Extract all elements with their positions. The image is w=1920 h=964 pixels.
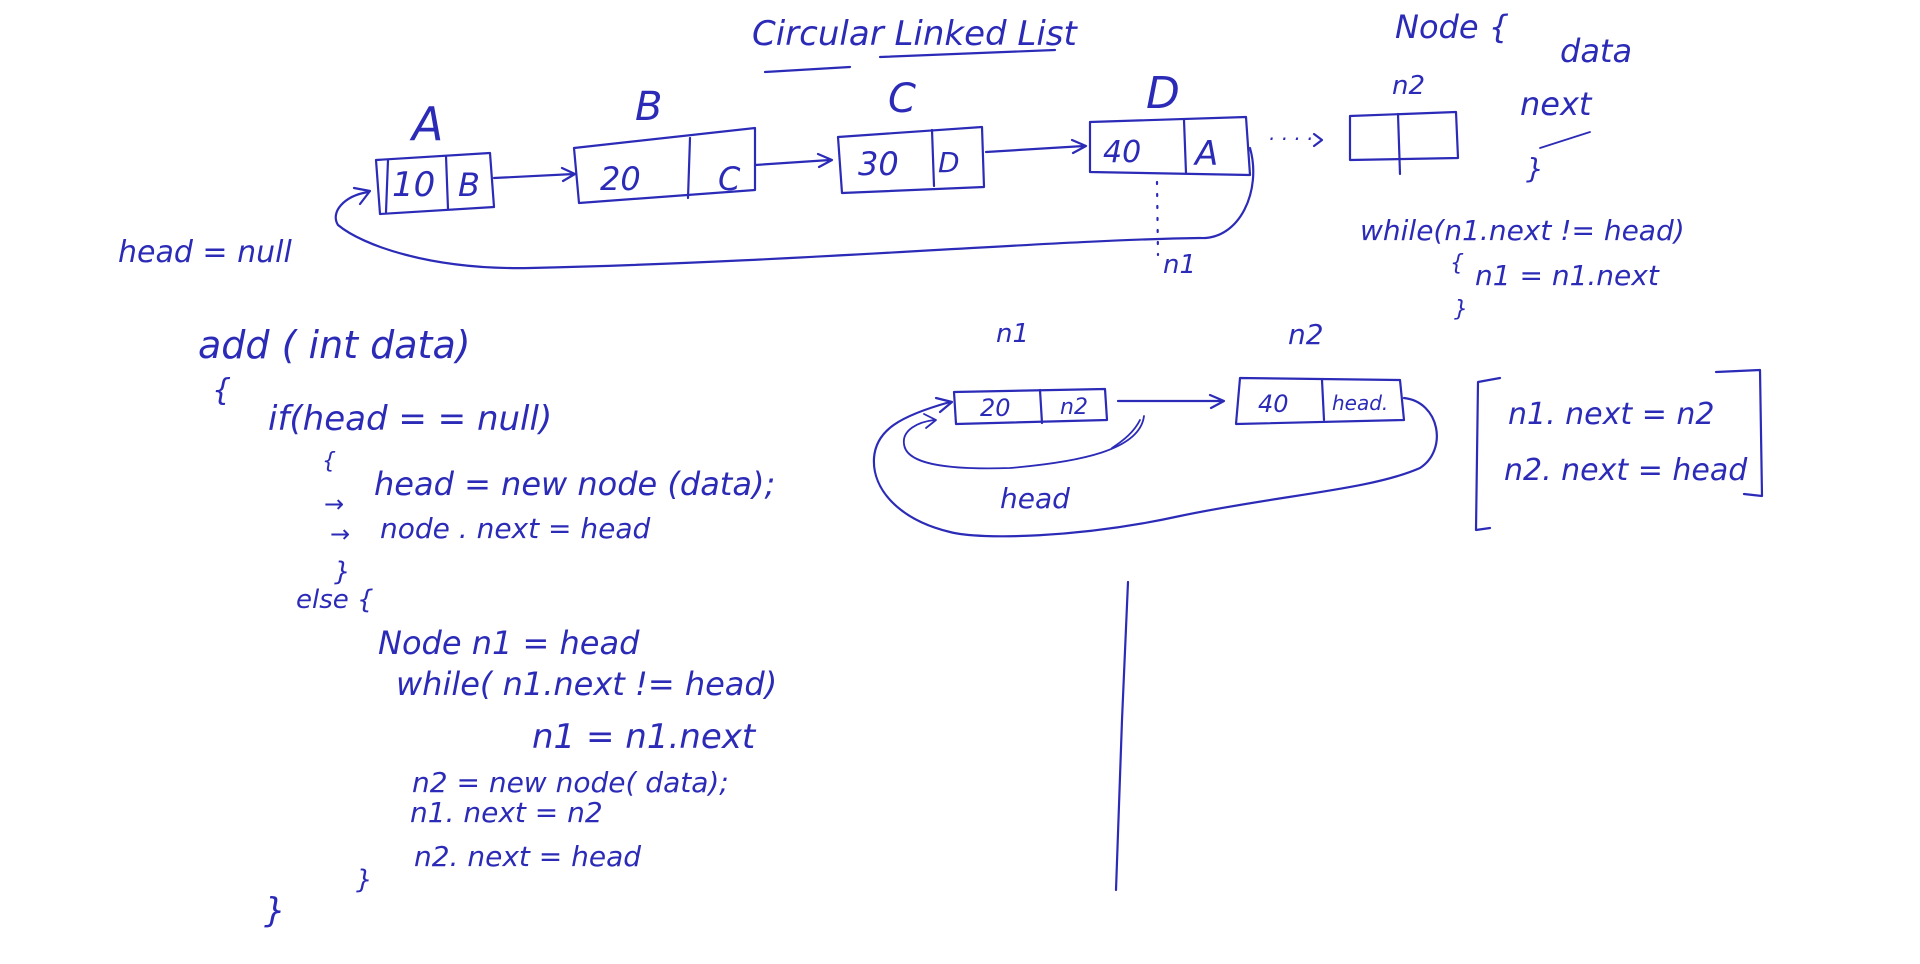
diagram-title: Circular Linked List <box>752 14 1079 54</box>
bottom-node-1-next: n2 <box>1060 395 1088 420</box>
node-def-close: } <box>1526 152 1544 185</box>
code-inner-close: } <box>356 865 373 895</box>
bottom-circular-link-head <box>934 396 954 414</box>
code-line-4: while( n1.next != head) <box>396 665 777 703</box>
loop-snippet-line2: n1 = n1.next <box>1475 259 1660 292</box>
arrow-a-to-b <box>492 166 577 183</box>
node-a: 10 B <box>374 151 496 216</box>
code-line-8: n2. next = head <box>414 840 641 873</box>
bottom-node-1-data: 20 <box>980 394 1011 422</box>
node-d-next: A <box>1193 134 1218 174</box>
head-null-label: head = null <box>118 235 292 270</box>
arrow-c-to-d <box>984 138 1088 155</box>
dots-to-new-node: · · · · <box>1268 127 1313 151</box>
node-d-data: 40 <box>1103 135 1141 170</box>
code-signature: add ( int data) <box>198 323 471 367</box>
bottom-self-loop-scribble <box>1111 419 1141 449</box>
bottom-arrow-n1-to-n2 <box>1116 393 1226 410</box>
node-c-data: 30 <box>858 145 899 183</box>
bottom-node-2-data: 40 <box>1258 390 1289 418</box>
n1-pointer-label: n1 <box>1163 250 1196 280</box>
arrow-b-to-c <box>753 152 834 169</box>
bracket-note-line1: n1. next = n2 <box>1508 397 1714 432</box>
code-open-brace: { <box>212 373 231 408</box>
node-a-data: 10 <box>392 165 435 205</box>
bottom-self-loop <box>903 415 1145 470</box>
loop-snippet-line1: while(n1.next != head) <box>1360 214 1685 247</box>
node-label-a: A <box>409 97 443 151</box>
circular-back-link <box>334 146 1255 270</box>
bottom-list: n1 n2 20 n2 40 head. head <box>872 318 1438 538</box>
circular-back-link-head <box>352 186 372 206</box>
add-method-code: add ( int data) { if(head = = null) { → … <box>198 323 777 931</box>
bottom-node-2-next: head. <box>1332 391 1388 415</box>
bracket-note: n1. next = n2 n2. next = head <box>1474 368 1764 532</box>
node-label-b: B <box>635 84 662 130</box>
bottom-n1-label: n1 <box>996 319 1029 349</box>
node-def-underline <box>1539 131 1591 149</box>
code-outer-close: } <box>264 891 286 931</box>
bottom-head-label: head <box>1000 482 1070 515</box>
new-node-n2: n2 <box>1348 71 1460 176</box>
loop-snippet: while(n1.next != head) { n1 = n1.next } <box>1360 214 1685 322</box>
node-def-next: next <box>1520 85 1593 123</box>
bracket-right <box>1714 368 1764 498</box>
node-c: 30 D <box>836 125 986 195</box>
vertical-divider <box>1114 580 1130 892</box>
node-definition: Node { data next } <box>1395 8 1632 185</box>
bottom-self-loop-head <box>923 413 937 429</box>
new-node-n2-label: n2 <box>1392 71 1425 101</box>
arrow-dots-head <box>1312 132 1324 148</box>
node-c-next: D <box>938 146 960 179</box>
code-if-open: { <box>322 449 336 474</box>
code-if-close: } <box>334 557 351 587</box>
bracket-left <box>1474 376 1502 532</box>
code-line-2: node . next = head <box>380 512 650 545</box>
bracket-note-line2: n2. next = head <box>1504 453 1748 488</box>
code-line-7: n1. next = n2 <box>410 796 603 829</box>
n1-pointer-dotted <box>1155 180 1160 257</box>
bottom-circular-link <box>872 396 1438 538</box>
code-arrow-2: → <box>330 520 350 548</box>
code-if-line: if(head = = null) <box>268 399 552 439</box>
code-arrow-1: → <box>324 490 344 518</box>
code-line-3: Node n1 = head <box>378 624 640 662</box>
node-d: 40 A <box>1088 115 1252 177</box>
node-b-data: 20 <box>600 160 641 198</box>
bottom-n2-label: n2 <box>1288 318 1324 351</box>
loop-snippet-open: { <box>1450 251 1464 276</box>
code-line-5: n1 = n1.next <box>532 717 757 757</box>
node-label-d: D <box>1146 68 1180 119</box>
top-list: A B C D 10 B 20 C 30 D 4 <box>334 68 1460 280</box>
node-label-c: C <box>888 76 916 122</box>
node-def-data: data <box>1560 32 1632 70</box>
bottom-node-1: 20 n2 <box>952 387 1109 426</box>
code-line-1: head = new node (data); <box>374 465 775 503</box>
title-underline <box>763 48 1057 74</box>
code-else-line: else { <box>296 585 374 615</box>
node-b: 20 C <box>572 126 757 205</box>
node-b-next: C <box>718 160 741 198</box>
code-line-6: n2 = new node( data); <box>412 766 729 799</box>
bottom-node-2: 40 head. <box>1234 376 1406 426</box>
node-a-next: B <box>458 166 480 204</box>
node-def-header: Node { <box>1395 8 1509 46</box>
loop-snippet-close: } <box>1454 297 1468 322</box>
